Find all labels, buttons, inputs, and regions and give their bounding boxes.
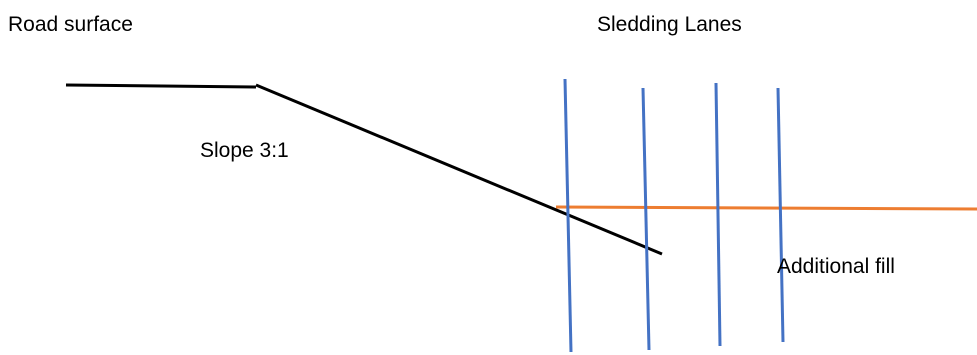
sledding-lane-line-3: [714, 82, 722, 347]
sledding-lane-line-1: [563, 78, 573, 353]
additional-fill-label: Additional fill: [777, 255, 895, 278]
slope-line: [255, 83, 663, 256]
sledding-lane-line-2: [641, 87, 651, 351]
slope-label: Slope 3:1: [200, 139, 289, 162]
sledding-lane-line-4: [776, 87, 785, 343]
sledding-lanes-label: Sledding Lanes: [597, 13, 742, 36]
road-surface-line: [65, 83, 257, 89]
road-surface-label: Road surface: [8, 13, 133, 36]
additional-fill-line: [555, 205, 977, 211]
